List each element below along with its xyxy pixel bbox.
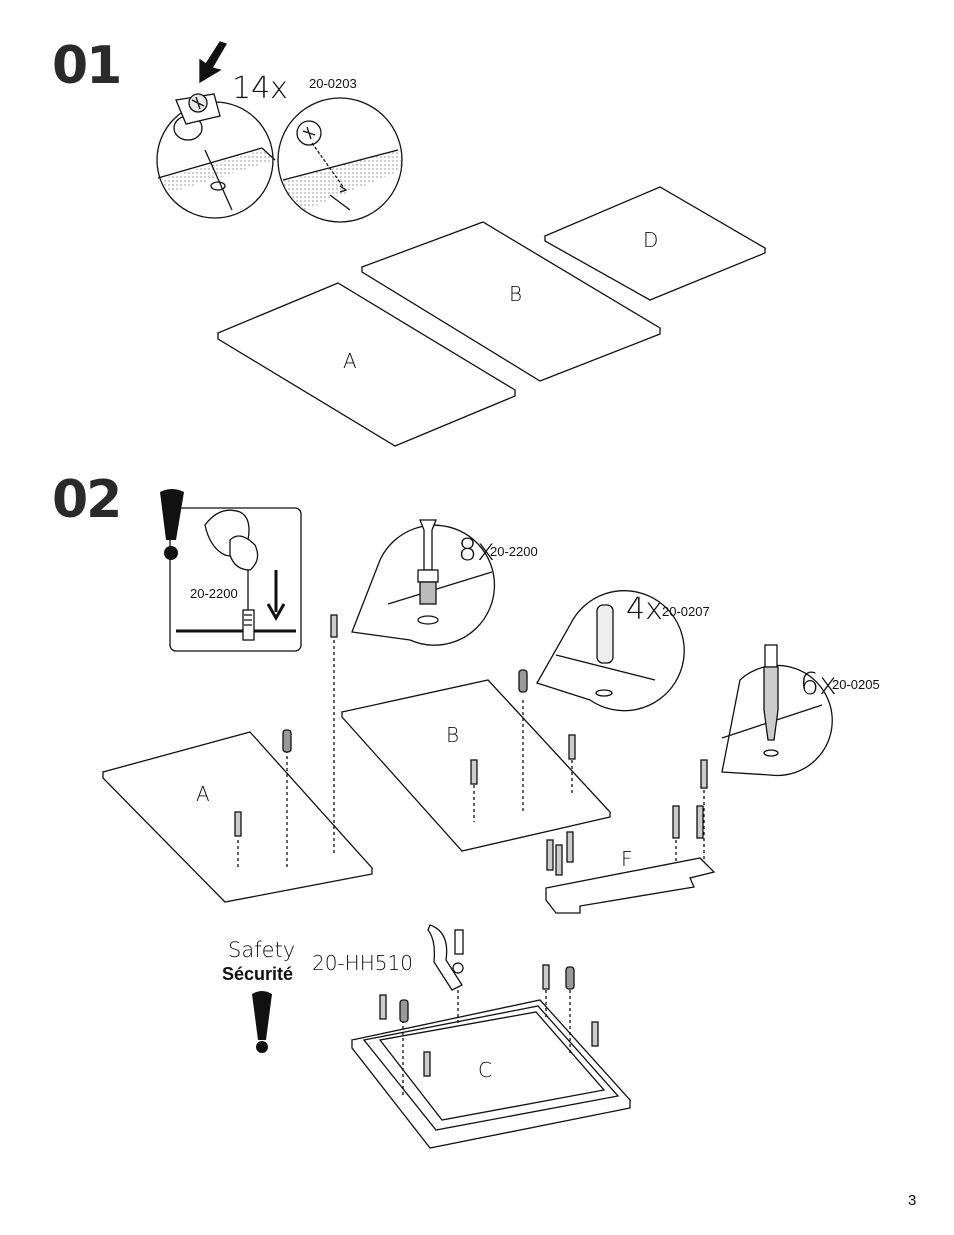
step1-part-code: 20-0203 bbox=[309, 76, 357, 91]
page-number: 3 bbox=[908, 1192, 917, 1209]
safety-label-fr: Sécurité bbox=[222, 964, 294, 984]
step-number-01: 01 bbox=[52, 36, 122, 96]
cam-lock-detail-right bbox=[277, 97, 403, 223]
callout-qty-6x: 6x bbox=[800, 667, 837, 702]
cam-lock-detail-left bbox=[156, 93, 276, 219]
warning-icon bbox=[160, 489, 184, 560]
panel-label-b-step2: B bbox=[446, 723, 460, 747]
panel-label-f: F bbox=[621, 847, 633, 871]
callout-code-4x: 20-0207 bbox=[662, 604, 710, 619]
panel-label-c: C bbox=[478, 1058, 492, 1082]
panel-b-step1 bbox=[360, 221, 662, 382]
panel-label-a-step2: A bbox=[196, 782, 210, 806]
panel-a-step1 bbox=[216, 282, 517, 447]
safety-part-code: 20-HH510 bbox=[312, 951, 413, 975]
panel-d-step1 bbox=[543, 186, 767, 301]
callout-code-8x: 20-2200 bbox=[490, 544, 538, 559]
inset-instruction-box bbox=[169, 507, 302, 652]
safety-bracket-icon bbox=[427, 924, 464, 991]
callout-6x-detail bbox=[721, 644, 833, 777]
panel-label-b-step1: B bbox=[509, 282, 523, 306]
panel-label-d-step1: D bbox=[643, 228, 659, 252]
panel-label-a-step1: A bbox=[343, 349, 357, 373]
hardware-guides bbox=[237, 640, 705, 1098]
step-number-02: 02 bbox=[52, 470, 122, 530]
connector-bolts bbox=[234, 614, 708, 1077]
callout-8x-detail bbox=[351, 519, 496, 646]
inset-part-code: 20-2200 bbox=[190, 586, 238, 601]
down-arrow-icon bbox=[266, 570, 286, 622]
callout-4x-detail bbox=[536, 590, 685, 712]
dowels bbox=[282, 669, 575, 1023]
safety-label-en: Safety bbox=[228, 938, 296, 962]
callout-code-6x: 20-0205 bbox=[832, 677, 880, 692]
down-arrow-icon bbox=[199, 41, 227, 84]
callout-qty-4x: 4x bbox=[626, 592, 663, 627]
safety-warning-icon bbox=[252, 991, 272, 1053]
step1-quantity: 14x bbox=[232, 71, 288, 106]
rail-f bbox=[545, 857, 716, 914]
callout-qty-8x: 8x bbox=[458, 533, 495, 568]
panel-c bbox=[350, 999, 632, 1149]
